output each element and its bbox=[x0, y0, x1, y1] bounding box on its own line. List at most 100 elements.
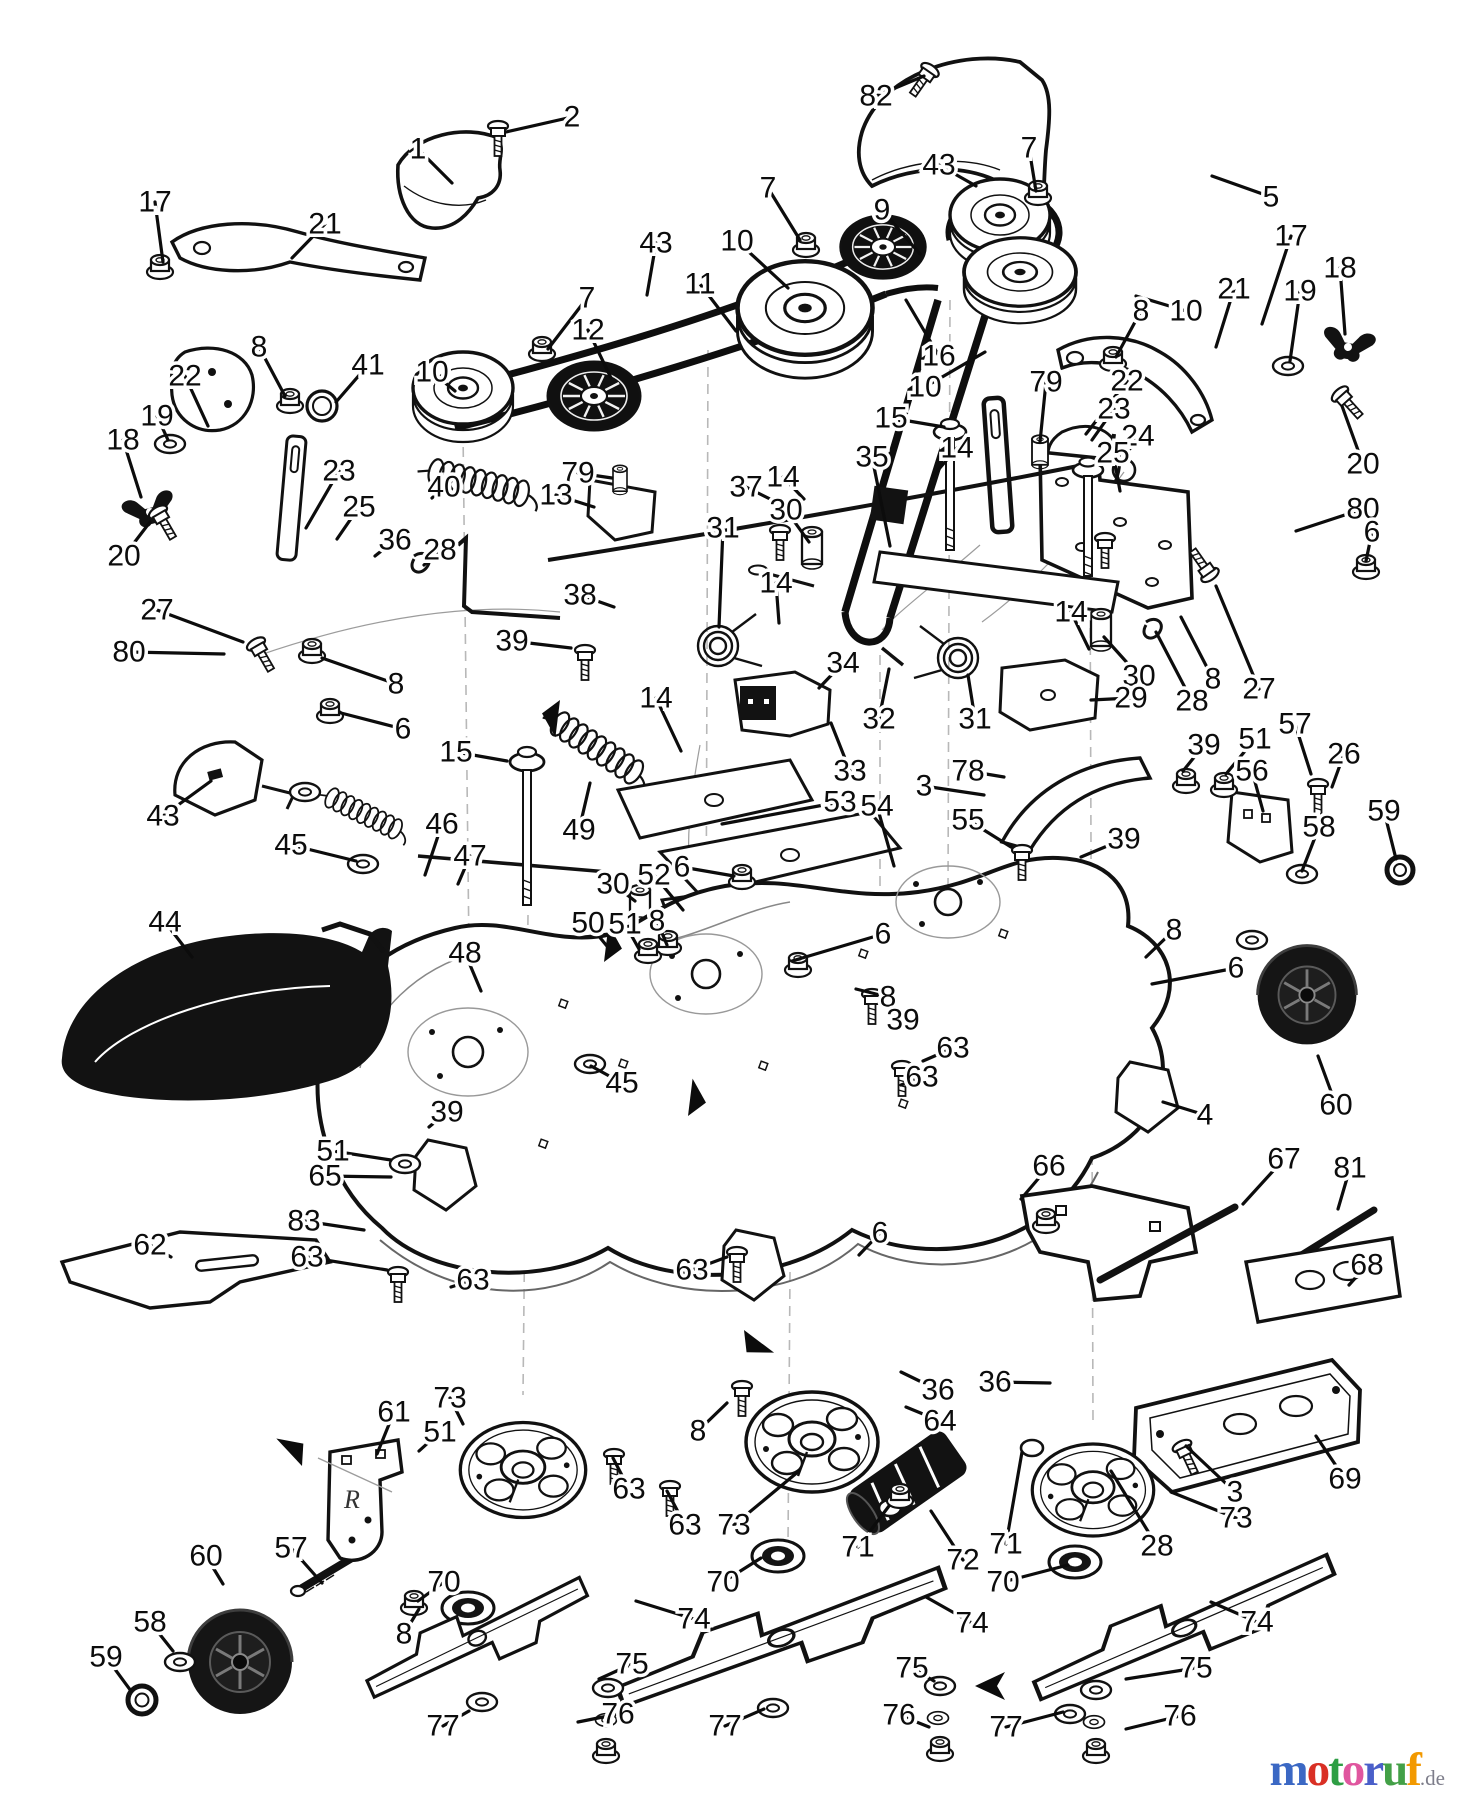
blade-washer-plate-right bbox=[1114, 1060, 1180, 1134]
part-callout: 8 bbox=[1166, 914, 1183, 947]
callout-leader bbox=[766, 186, 802, 242]
callout-leader bbox=[1179, 615, 1215, 681]
part-callout: 37 bbox=[729, 471, 762, 504]
part-callout: 9 bbox=[874, 194, 891, 227]
part-callout: 73 bbox=[433, 1382, 466, 1415]
retainer-ring bbox=[305, 389, 339, 423]
bracket-13 bbox=[586, 478, 657, 542]
spindle-pulley-center bbox=[738, 261, 873, 378]
part-callout: 15 bbox=[874, 402, 907, 435]
part-callout: 46 bbox=[425, 808, 458, 841]
part-callout: 77 bbox=[989, 1711, 1022, 1744]
part-callout: 8 bbox=[880, 981, 897, 1014]
motoruf-logo[interactable]: motoruf.de bbox=[1269, 1747, 1445, 1794]
callout-leader bbox=[720, 800, 842, 826]
part-callout: 3 bbox=[916, 770, 933, 803]
part-callout: 47 bbox=[453, 840, 486, 873]
part-callout: 83 bbox=[287, 1205, 320, 1238]
part-callout: 63 bbox=[936, 1032, 969, 1065]
callout-leader bbox=[899, 1075, 924, 1087]
part-callout: 6 bbox=[872, 1217, 889, 1250]
direction-arrows bbox=[270, 700, 1005, 1700]
part-callout: 48 bbox=[448, 937, 481, 970]
hook-wire-45 bbox=[261, 784, 297, 810]
part-callout: 7 bbox=[760, 172, 777, 205]
callout-leader bbox=[577, 781, 592, 832]
part-callout: 36 bbox=[978, 1366, 1011, 1399]
axle-bolt-57 bbox=[289, 1554, 356, 1598]
callout-leader bbox=[1004, 1710, 1065, 1729]
blade-washer-plate-left bbox=[412, 1138, 478, 1212]
callout-leader bbox=[554, 493, 596, 509]
callout-leader bbox=[456, 854, 472, 886]
callout-leader bbox=[1134, 294, 1188, 313]
callout-leader bbox=[924, 1595, 974, 1625]
spindle-bolt-mid bbox=[1071, 456, 1105, 577]
part-callout: 74 bbox=[955, 1607, 988, 1640]
spindle-cup-right bbox=[1047, 1544, 1103, 1580]
rod-47 bbox=[417, 854, 609, 874]
part-callout: 76 bbox=[882, 1699, 915, 1732]
callout-leader bbox=[721, 1556, 763, 1584]
part-callout: 6 bbox=[1228, 952, 1245, 985]
callout-leader bbox=[1210, 174, 1273, 199]
callout-leader bbox=[1364, 530, 1374, 563]
callout-leader bbox=[784, 508, 811, 544]
logo-letter: u bbox=[1382, 1744, 1408, 1796]
part-callout: 51 bbox=[316, 1135, 349, 1168]
callout-leader bbox=[586, 328, 613, 380]
part-callout: 17 bbox=[1274, 220, 1307, 253]
callout-leader bbox=[698, 282, 738, 333]
callout-leader bbox=[1300, 825, 1321, 873]
callout-leader bbox=[880, 208, 922, 256]
callout-leader bbox=[1330, 752, 1346, 789]
callout-leader bbox=[1293, 722, 1313, 776]
part-callout: 53 bbox=[823, 786, 856, 819]
part-callout: 27 bbox=[1242, 673, 1275, 706]
chute-plate-62 bbox=[59, 1230, 333, 1310]
callout-leader bbox=[589, 1064, 624, 1085]
callout-leader bbox=[875, 804, 896, 868]
callout-leader bbox=[304, 469, 341, 530]
bracket-43-left bbox=[173, 740, 264, 817]
part-callout: 35 bbox=[855, 441, 888, 474]
s-hook-28-left bbox=[410, 551, 431, 574]
part-callout: 63 bbox=[675, 1254, 708, 1287]
mandrel-housing-left bbox=[458, 1420, 588, 1520]
part-callout: 40 bbox=[427, 471, 460, 504]
clevis-pin-34 bbox=[761, 570, 815, 588]
spacer-30-b bbox=[1089, 607, 1113, 653]
part-callout: 63 bbox=[668, 1509, 701, 1542]
callout-leader bbox=[690, 1255, 729, 1272]
part-callout: 71 bbox=[841, 1531, 874, 1564]
logo-letter: r bbox=[1363, 1744, 1384, 1796]
part-callout: 13 bbox=[539, 479, 572, 512]
part-callout: 34 bbox=[826, 647, 859, 680]
part-callout: 79 bbox=[561, 457, 594, 490]
part-callout: 14 bbox=[639, 682, 672, 715]
callout-leader bbox=[1109, 1469, 1159, 1548]
callout-leader bbox=[546, 296, 589, 351]
part-callout: 31 bbox=[706, 512, 739, 545]
callout-leader bbox=[966, 769, 1006, 779]
belt-drive-group bbox=[120, 56, 1377, 646]
callout-leader bbox=[448, 1396, 465, 1426]
hanger-rod-67 bbox=[1096, 1203, 1239, 1284]
part-callout: 70 bbox=[706, 1566, 739, 1599]
callout-leader bbox=[1144, 928, 1176, 959]
callout-leader bbox=[163, 920, 194, 959]
part-callout: 8 bbox=[1133, 295, 1150, 328]
callout-leader bbox=[717, 526, 725, 629]
callout-leader bbox=[335, 505, 361, 541]
logo-letter: t bbox=[1328, 1744, 1344, 1796]
callout-leader bbox=[966, 673, 977, 721]
part-callout: 25 bbox=[1096, 437, 1129, 470]
part-callout: 15 bbox=[439, 736, 472, 769]
callout-leader bbox=[1122, 434, 1140, 460]
callout-leader bbox=[122, 520, 152, 558]
callout-leader bbox=[454, 750, 509, 763]
part-callout: 7 bbox=[1021, 132, 1038, 165]
part-callout: 63 bbox=[456, 1264, 489, 1297]
